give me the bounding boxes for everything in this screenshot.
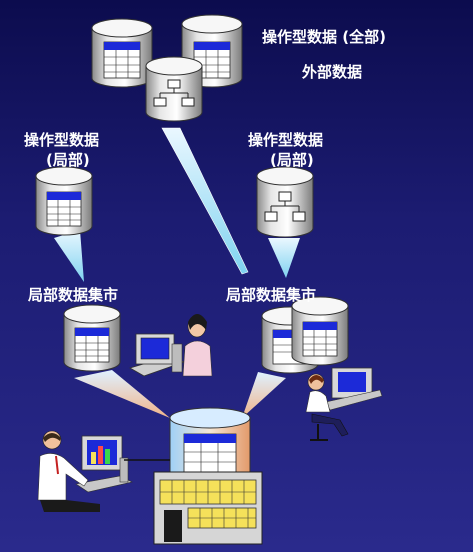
- table-grid-icon: [74, 327, 110, 363]
- flow-beam-left-mart: [74, 370, 170, 418]
- label-datamart-right: 局部数据集市: [226, 286, 317, 304]
- table-grid-icon: [103, 41, 141, 79]
- database-cylinder-icon: [145, 56, 203, 122]
- label-operational-full: 操作型数据 (全部): [262, 28, 386, 46]
- flow-beam-right-local: [268, 238, 300, 278]
- person-icon: [182, 314, 213, 377]
- hierarchy-icon: [264, 191, 306, 222]
- person-icon: [37, 430, 100, 512]
- person-icon: [305, 367, 383, 441]
- database-cylinder-icon: [291, 296, 349, 366]
- table-grid-icon: [46, 191, 82, 227]
- bar-chart-monitor-icon: [75, 435, 133, 493]
- warehouse-building-icon: [124, 407, 263, 545]
- label-operational-local-left-line2: (局部): [46, 151, 90, 169]
- table-grid-icon: [302, 321, 338, 357]
- label-operational-local-right-line2: (局部): [270, 151, 314, 169]
- label-operational-local-right-line1: 操作型数据: [248, 131, 324, 149]
- label-datamart-left: 局部数据集市: [28, 286, 119, 304]
- label-external-data: 外部数据: [302, 63, 363, 81]
- flow-beam-full-to-warehouse: [161, 127, 249, 275]
- database-cylinder-icon: [91, 18, 153, 88]
- hierarchy-icon: [153, 79, 195, 107]
- workstation-icon: [128, 333, 186, 377]
- flow-beam-left-local: [54, 230, 84, 282]
- flow-beam-right-mart: [242, 372, 286, 418]
- database-cylinder-icon: [35, 166, 93, 236]
- label-operational-local-left-line1: 操作型数据: [24, 131, 100, 149]
- database-cylinder-icon: [63, 304, 121, 372]
- database-cylinder-icon: [256, 166, 314, 238]
